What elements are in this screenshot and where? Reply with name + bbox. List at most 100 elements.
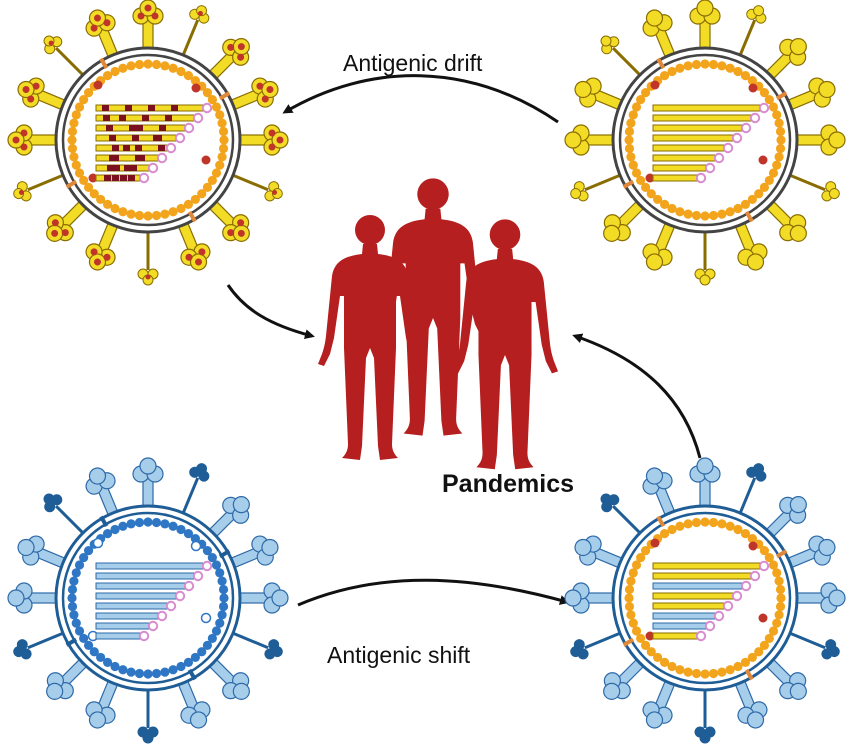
ion-channel [187, 668, 197, 681]
rna-segment [652, 144, 726, 152]
polymerase-node [174, 590, 186, 602]
na-spike [137, 232, 159, 286]
ha-spike [574, 535, 625, 569]
ion-channel [744, 668, 754, 681]
interior-dot [748, 83, 758, 93]
interior-dot [191, 83, 201, 93]
mutation-mark [158, 145, 165, 151]
mutation-mark [107, 165, 114, 171]
polymerase-node [138, 172, 150, 184]
rna-segment [652, 612, 717, 620]
rna-segment [652, 622, 708, 630]
rna-segment [95, 632, 142, 640]
ha-spike [689, 457, 721, 509]
ha-spike [85, 467, 119, 518]
to-pandemics-arrow-left [226, 284, 315, 340]
rna-segment [652, 124, 744, 132]
interior-dot [645, 173, 655, 183]
ha-spike [794, 124, 846, 156]
ion-channel [656, 57, 666, 70]
mutation-mark [171, 105, 178, 111]
rna-segments [95, 102, 213, 184]
ha-spike [603, 657, 646, 700]
na-spike [600, 493, 642, 535]
spikes [7, 0, 289, 286]
polymerase-node [201, 102, 213, 114]
mutation-mark [102, 105, 109, 111]
na-spike [43, 35, 85, 77]
polymerase-node [713, 152, 725, 164]
ha-spike [237, 582, 289, 614]
interior-dot [758, 155, 768, 165]
na-spike [738, 463, 767, 514]
ha-spike [642, 678, 676, 729]
mutation-mark [142, 115, 149, 121]
polymerase-node [156, 610, 168, 622]
rna-segment [652, 602, 726, 610]
ha-spike [237, 124, 289, 156]
rna-segments [95, 560, 213, 642]
ion-channel [99, 515, 109, 528]
na-spike [789, 173, 840, 202]
ha-spike [603, 199, 646, 242]
ha-spike [85, 220, 119, 271]
interior-dot [748, 541, 758, 551]
virus-bottom-left [7, 457, 289, 744]
na-spike [232, 631, 283, 660]
mutation-mark [135, 145, 142, 151]
ha-spike [764, 199, 807, 242]
na-spike [738, 5, 767, 56]
na-spike [43, 493, 85, 535]
ha-spike [785, 77, 836, 111]
human-group [318, 178, 559, 470]
envelope-inner [618, 53, 792, 227]
ha-spike [132, 0, 164, 51]
interior-dot [200, 612, 212, 624]
mutation-mark [148, 105, 155, 111]
mutation-mark [109, 135, 116, 141]
mutation-mark [103, 115, 110, 121]
rna-segment [652, 582, 744, 590]
mutation-mark [119, 115, 126, 121]
ha-spike [689, 0, 721, 51]
polymerase-node [722, 600, 734, 612]
ion-channel [622, 179, 635, 189]
na-spike [694, 232, 716, 286]
ion-channel [99, 57, 109, 70]
mutation-mark [155, 135, 162, 141]
ha-spike [207, 38, 250, 81]
polymerase-node [183, 122, 195, 134]
mutation-mark [136, 125, 143, 131]
ion-channel [65, 179, 78, 189]
antigenic-drift-label: Antigenic drift [343, 50, 483, 76]
envelope-inner [61, 511, 235, 685]
ha-spike [7, 124, 59, 156]
ha-spike [132, 457, 164, 509]
arrows [226, 74, 702, 607]
na-spike [181, 463, 210, 514]
rna-segments [652, 102, 770, 184]
ha-spike [177, 678, 211, 729]
ion-channel [622, 637, 635, 647]
polymerase-node [704, 162, 716, 174]
matrix-beads [624, 59, 786, 221]
mutation-mark [165, 115, 172, 121]
interior-dot [190, 540, 202, 552]
mutation-mark [109, 155, 116, 161]
mutation-mark [106, 125, 113, 131]
ha-spike [734, 678, 768, 729]
mutation-mark [113, 165, 120, 171]
ion-channel [775, 549, 788, 559]
polymerase-node [749, 570, 761, 582]
rna-segment [652, 562, 762, 570]
interior-dot [650, 538, 660, 548]
mutation-mark [120, 175, 127, 181]
polymerase-node [156, 152, 168, 164]
polymerase-node [147, 162, 159, 174]
na-spike [694, 690, 716, 744]
ion-channel [187, 210, 197, 223]
polymerase-node [731, 590, 743, 602]
rna-segment [95, 154, 160, 162]
rna-segment [95, 572, 196, 580]
